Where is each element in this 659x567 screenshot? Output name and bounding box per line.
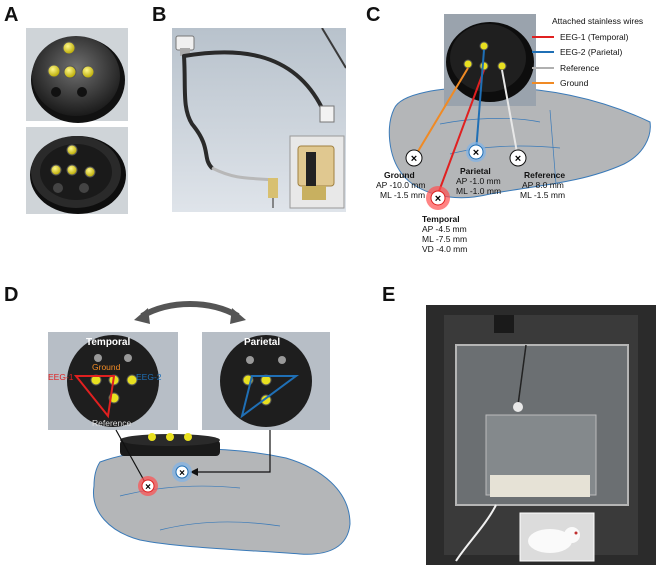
site-ground-title: Ground (384, 170, 415, 180)
panel-label-c: C (366, 4, 381, 26)
legend-eeg2: EEG-2 (Parietal) (560, 47, 623, 57)
site-parietal-ml: ML -1.0 mm (456, 186, 502, 196)
site-reference-title: Reference (524, 170, 566, 180)
svg-text:×: × (179, 468, 185, 479)
site-temporal-ap: AP -4.5 mm (422, 224, 467, 234)
site-temporal-title: Temporal (422, 214, 460, 224)
legend-swatch-ground (532, 82, 554, 84)
bedding (490, 475, 590, 497)
legend-eeg1: EEG-1 (Temporal) (560, 32, 629, 42)
site-reference-ap: AP 8.0 mm (522, 180, 564, 190)
recording-chamber-photo (426, 305, 656, 565)
d-eeg1-label: EEG-1 (48, 372, 74, 382)
svg-text:×: × (473, 147, 479, 159)
panel-label-d: D (4, 284, 19, 306)
panel-label-b: B (152, 4, 167, 26)
svg-text:×: × (145, 482, 151, 493)
brain-dorsal-diagram: × × × × (388, 14, 651, 210)
panel-label-a: A (4, 4, 19, 26)
legend-swatch-eeg2 (532, 51, 554, 53)
ground-wire (413, 67, 469, 159)
connector-top (32, 36, 120, 116)
legend-title: Attached stainless wires (552, 16, 644, 26)
legend-swatch-reference (532, 67, 554, 69)
eeg1-triangle (73, 375, 116, 419)
connector-photos (26, 28, 128, 214)
svg-text:×: × (435, 193, 441, 205)
d-parietal-title: Parietal (244, 337, 281, 348)
site-temporal-ml: ML -7.5 mm (422, 234, 468, 244)
reference-wire (501, 69, 519, 159)
brain-lateral-diagram: × × (48, 301, 351, 555)
legend-ground: Ground (560, 78, 589, 88)
d-reference-label: Reference (92, 418, 132, 428)
temporal-wire (437, 69, 485, 195)
site-parietal-title: Parietal (460, 166, 491, 176)
d-ground-label: Ground (92, 362, 121, 372)
legend-swatch-eeg1 (532, 36, 554, 38)
eeg2-triangle (240, 375, 300, 419)
panel-label-e: E (382, 284, 396, 306)
d-temporal-title: Temporal (86, 337, 131, 348)
site-ground-ap: AP -10.0 mm (376, 180, 426, 190)
site-temporal-vd: VD -4.0 mm (422, 244, 468, 254)
d-eeg2-label: EEG-2 (136, 372, 162, 382)
site-parietal-ap: AP -1.0 mm (456, 176, 501, 186)
brain-lateral (93, 448, 351, 555)
site-ground-ml: ML -1.5 mm (380, 190, 426, 200)
legend-reference: Reference (560, 63, 600, 73)
svg-text:×: × (411, 153, 417, 165)
cable-photo (172, 28, 346, 212)
parietal-wire (475, 49, 485, 153)
svg-text:×: × (515, 153, 521, 165)
site-reference-ml: ML -1.5 mm (520, 190, 566, 200)
